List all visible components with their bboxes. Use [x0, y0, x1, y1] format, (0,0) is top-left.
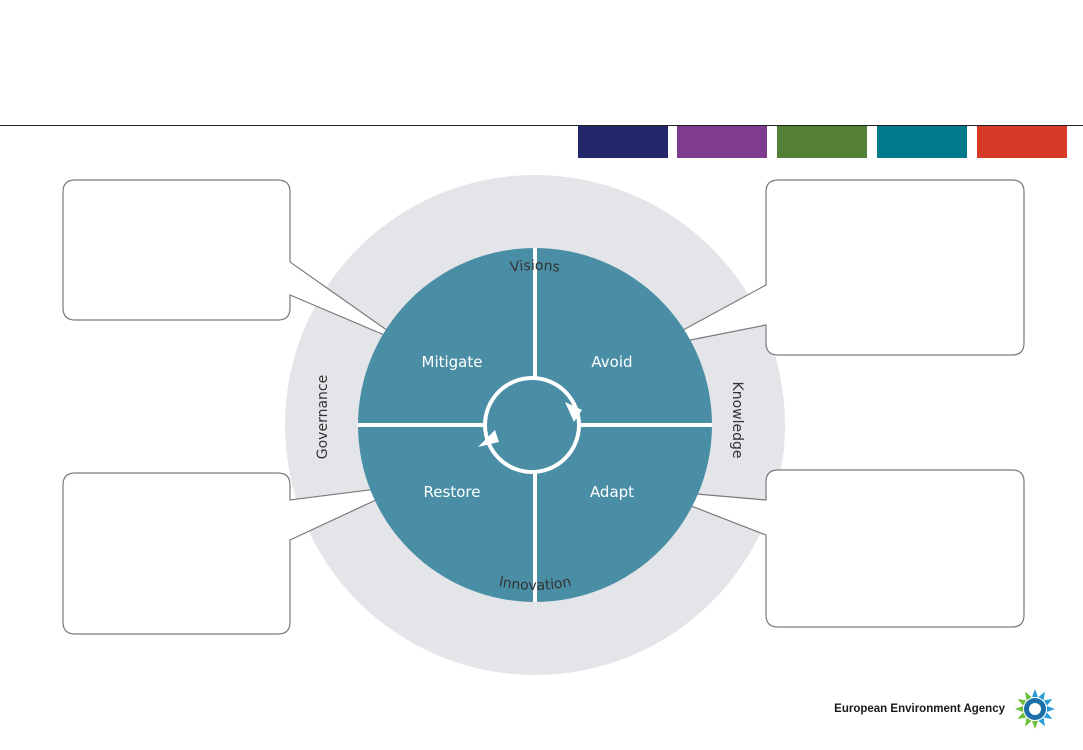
quadrant-label-avoid: Avoid	[591, 353, 632, 371]
ring-label-innovation: Innovation	[497, 574, 572, 594]
cycle-loop-hub	[484, 377, 580, 473]
cycle-arrow-icon	[478, 430, 499, 447]
header-swatch-red	[977, 126, 1067, 158]
header-divider	[0, 125, 1083, 126]
ring-label-right: Knowledge	[729, 382, 745, 459]
cycle-loop	[483, 376, 581, 474]
quadrant-label-adapt: Adapt	[590, 483, 634, 501]
header-swatch-green	[777, 126, 867, 158]
header-swatch-navy	[578, 126, 668, 158]
callout-bottom-left	[62, 472, 409, 635]
callout-top-right	[649, 179, 1025, 356]
header-swatch-purple	[677, 126, 767, 158]
header-swatch-teal	[877, 126, 967, 158]
cycle-arrow-icon	[565, 402, 582, 422]
callout-top-left	[62, 179, 409, 346]
quadrant-label-mitigate: Mitigate	[422, 353, 483, 371]
ring-label-bottom: Innovation	[497, 574, 572, 594]
ring-label-left: Governance	[315, 375, 331, 459]
quadrant-label-restore: Restore	[424, 483, 481, 501]
eea-emblem-icon	[1015, 689, 1055, 729]
ring-label-top: Visions	[509, 258, 561, 276]
eea-logo: European Environment Agency	[834, 687, 1057, 731]
callout-bottom-right	[649, 469, 1025, 628]
ring-label-visions: Visions	[509, 258, 561, 276]
organization-name: European Environment Agency	[834, 703, 1005, 715]
